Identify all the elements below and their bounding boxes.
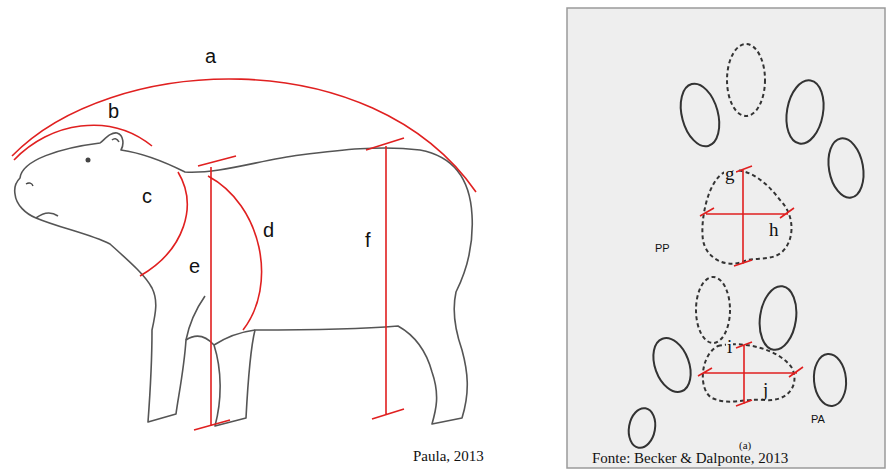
measure-letter: b — [107, 101, 120, 121]
toe — [626, 406, 659, 450]
source-credit: Paula, 2013 — [413, 449, 484, 464]
measure-h — [700, 208, 794, 218]
ear-inner — [112, 139, 119, 142]
toe — [782, 77, 829, 146]
toe — [812, 353, 848, 408]
measure-letter: f — [364, 230, 372, 250]
measure-letter: h — [768, 220, 780, 239]
measure-letter: a — [204, 46, 217, 66]
measure-f — [366, 138, 404, 419]
front-leg-inner — [186, 296, 205, 340]
measure-b — [14, 125, 152, 160]
toe — [727, 44, 765, 116]
toe — [824, 136, 868, 201]
scan-panel — [567, 8, 885, 468]
paw-measurements — [698, 166, 803, 406]
source-credit: Fonte: Becker & Dalponte, 2013 — [592, 451, 788, 466]
footprint-label: PA — [810, 414, 826, 425]
measure-a — [12, 79, 476, 192]
measurement-lines — [12, 79, 476, 430]
mouth-line — [36, 213, 58, 218]
capybara-outline — [15, 133, 473, 426]
footprint-label: PP — [654, 243, 671, 254]
pad — [702, 170, 791, 263]
measure-letter: j — [762, 380, 769, 399]
measure-c — [140, 172, 187, 276]
measure-j — [698, 367, 803, 377]
figure-tag: (a) — [738, 440, 752, 451]
eye — [86, 158, 91, 163]
paw-prints — [626, 44, 868, 450]
toe — [696, 277, 730, 343]
toe — [646, 333, 697, 397]
measure-g — [734, 166, 752, 266]
capybara-body — [15, 133, 473, 426]
toe — [674, 79, 725, 150]
measure-letter: e — [188, 256, 201, 276]
measure-letter: c — [141, 186, 153, 206]
nostril — [26, 183, 33, 186]
front-leg-line — [214, 330, 255, 345]
measure-i — [736, 342, 752, 406]
measure-letter: i — [726, 337, 733, 356]
measure-letter: d — [262, 220, 275, 240]
toe — [756, 284, 801, 352]
measure-d — [208, 176, 262, 330]
measure-e — [194, 156, 236, 430]
measure-letter: g — [724, 164, 736, 183]
